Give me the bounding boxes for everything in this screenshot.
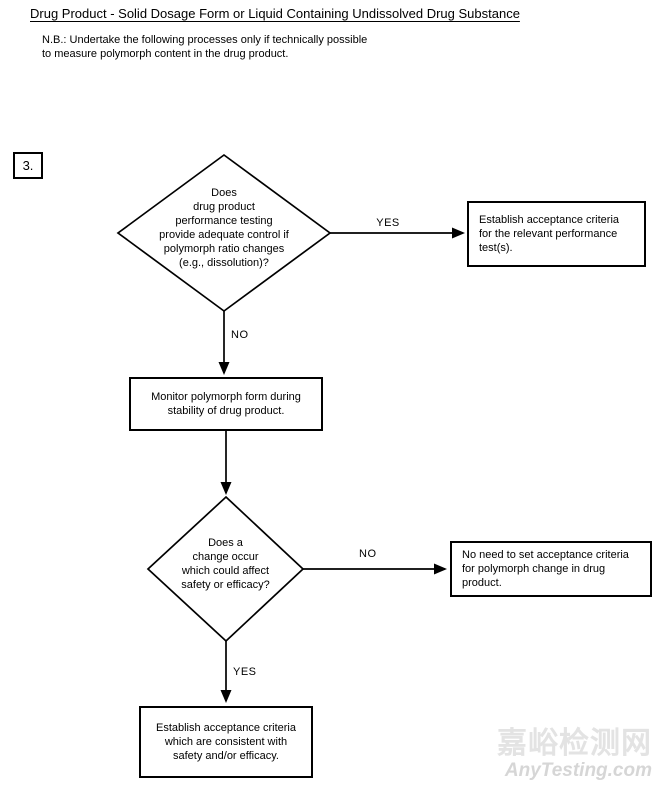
edge-label-decision1-no: NO — [231, 329, 249, 341]
watermark-latin-text: AnyTesting.com — [504, 760, 652, 781]
process-box-monitor-polymorph: Monitor polymorph form during stability … — [129, 377, 323, 431]
page-title: Drug Product - Solid Dosage Form or Liqu… — [30, 6, 520, 21]
edge-label-decision1-yes: YES — [376, 217, 400, 229]
decision2-diamond-shape — [146, 495, 305, 643]
process-box-no-acceptance-criteria: No need to set acceptance criteria for p… — [450, 541, 652, 597]
edge-label-decision2-yes: YES — [233, 666, 257, 678]
edge-label-decision2-no: NO — [359, 548, 377, 560]
process-box-text: Monitor polymorph form during stability … — [151, 391, 301, 417]
step-number-box: 3. — [13, 152, 43, 179]
nb-note: N.B.: Undertake the following processes … — [42, 34, 368, 60]
step-number-label: 3. — [22, 158, 34, 173]
process-box-text: Establish acceptance criteria which are … — [155, 722, 296, 762]
watermark: 嘉峪检测网 AnyTesting.com — [497, 726, 652, 781]
process-box-text: No need to set acceptance criteria for p… — [462, 549, 629, 589]
decision1-diamond-shape — [116, 153, 332, 313]
watermark-cjk-text: 嘉峪检测网 — [497, 726, 652, 761]
process-box-establish-performance-criteria: Establish acceptance criteria for the re… — [467, 201, 646, 267]
process-box-establish-safety-criteria: Establish acceptance criteria which are … — [139, 706, 313, 778]
process-box-text: Establish acceptance criteria for the re… — [479, 214, 620, 254]
